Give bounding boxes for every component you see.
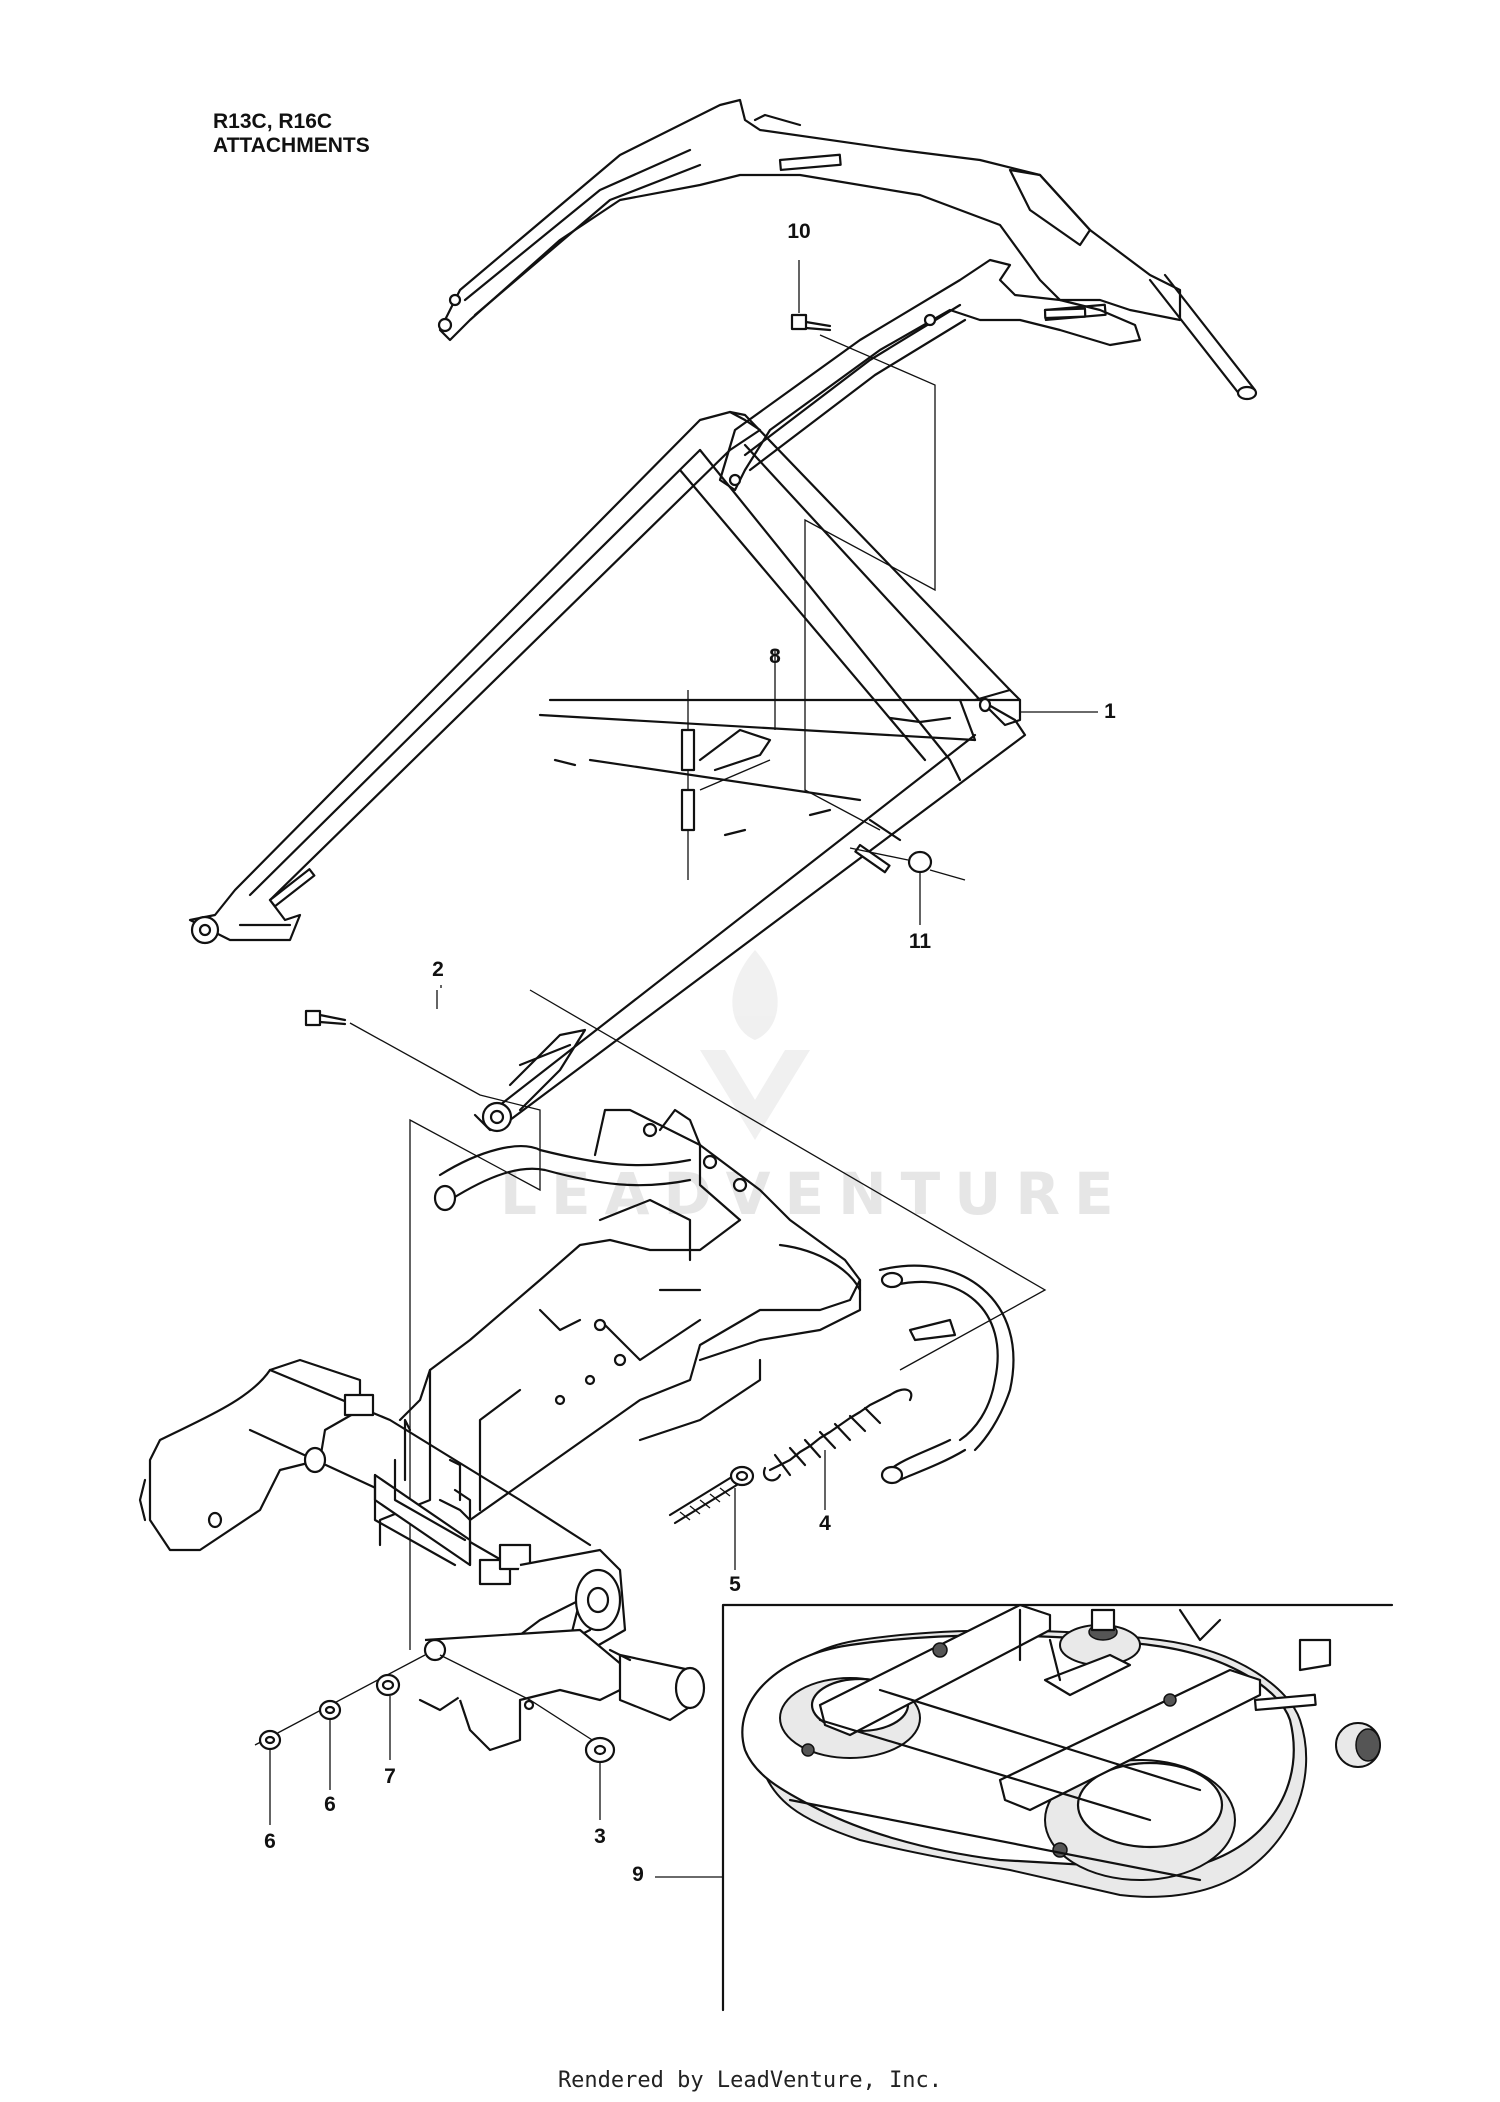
callout-6a: 6 [264,1830,276,1853]
upper-lift-arm [437,98,1258,401]
callout-1: 1 [1104,700,1116,723]
nut-6b [318,1699,342,1790]
callout-6b: 6 [324,1793,336,1816]
axle-bracket [138,1358,706,1752]
eyebolt-5 [668,1465,755,1570]
spring-4 [762,1388,913,1510]
bracket-lines [373,1458,472,1567]
washer-7 [375,1673,401,1760]
watermark: LEADVENTURE [500,1160,1128,1228]
callout-8: 8 [769,645,781,668]
callout-3: 3 [594,1825,606,1848]
callout-11: 11 [908,930,932,953]
pin-and-cotter-8 [680,650,776,880]
callout-4: 4 [819,1512,831,1535]
nut-11 [849,847,966,925]
watermark-logo [700,950,810,1140]
main-frame [188,410,1027,1133]
diagram-title: R13C, R16C ATTACHMENTS [213,110,370,158]
nut-6a [254,1654,426,1825]
mower-deck-inset [655,1603,1394,2012]
nut-3 [584,1736,616,1820]
title-line-1: R13C, R16C [213,110,333,133]
title-line-2: ATTACHMENTS [213,134,370,157]
callout-7: 7 [384,1765,396,1788]
bolt-2 [304,985,1047,1650]
callout-10: 10 [787,220,811,243]
footer-credit: Rendered by LeadVenture, Inc. [557,2068,943,2093]
callout-9: 9 [632,1863,644,1886]
callout-5: 5 [729,1573,741,1596]
callout-2: 2 [432,958,444,981]
lift-bracket [378,1108,1015,1547]
bolt-10 [790,260,936,831]
lower-lift-arm [718,258,1142,492]
